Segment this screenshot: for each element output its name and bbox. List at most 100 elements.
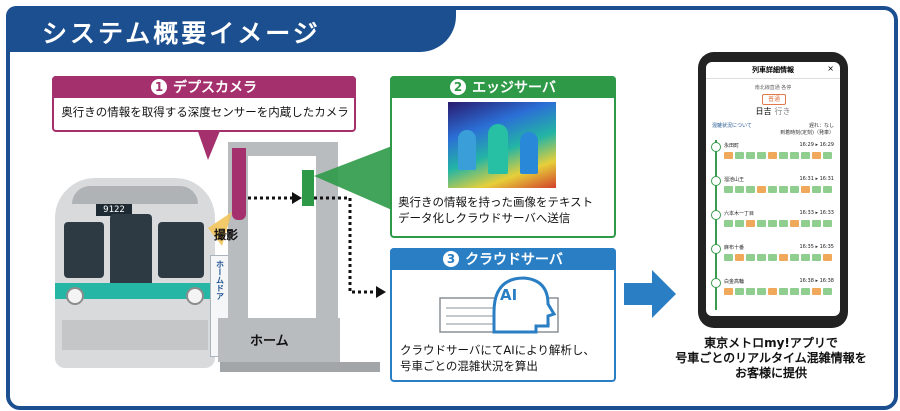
car-congestion-cell xyxy=(801,152,810,159)
car-congestion-cell xyxy=(735,186,744,193)
platform-door-label: ホームドア xyxy=(215,260,225,300)
close-icon[interactable]: × xyxy=(827,64,834,73)
car-congestion-cell xyxy=(757,186,766,193)
app-caption-line3: お客様に提供 xyxy=(734,366,807,380)
car-congestion-cell xyxy=(801,254,810,261)
car-congestion-cell xyxy=(724,152,733,159)
edge-panel-title: エッジサーバ xyxy=(472,80,556,96)
station-time: 16:29 ▸ 16:29 xyxy=(799,142,834,148)
car-congestion-cell xyxy=(779,220,788,227)
train-window-left xyxy=(64,222,104,278)
app-caption: 東京メトロmy!アプリで 号車ごとのリアルタイム混雑情報を お客様に提供 xyxy=(648,336,894,381)
car-congestion-cell xyxy=(801,186,810,193)
route-line xyxy=(715,140,717,310)
train-door-window xyxy=(110,214,152,288)
car-congestion-cell xyxy=(790,186,799,193)
cloud-panel-description: クラウドサーバにてAIにより解析し、 号車ごとの混雑状況を算出 xyxy=(400,342,612,374)
app-header: 列車詳細情報 × xyxy=(706,62,840,79)
camera-to-edge-arrowhead xyxy=(292,192,302,204)
page-title: システム概要イメージ xyxy=(42,19,321,48)
car-congestion-cell xyxy=(746,152,755,159)
edge-description-line2: データ化しクラウドサーバへ送信 xyxy=(398,211,571,225)
car-congestion-cell xyxy=(757,220,766,227)
car-congestion-cell xyxy=(768,152,777,159)
car-congestion-cell xyxy=(801,288,810,295)
app-destination: 日吉行き xyxy=(706,106,840,117)
car-congestion-cell xyxy=(812,152,821,159)
cloud-description-line1: クラウドサーバにてAIにより解析し、 xyxy=(400,343,595,357)
edge-panel-number: 2 xyxy=(450,79,467,95)
station-name: 六本木一丁目 xyxy=(724,211,755,217)
station-time: 16:35 ▸ 16:35 xyxy=(799,244,834,250)
destination-suffix: 行き xyxy=(774,107,791,116)
delay-note-line: 遅れ：なし xyxy=(808,123,834,129)
station-marker xyxy=(711,244,721,254)
station-name: 溜池山王 xyxy=(724,177,745,183)
car-congestion-cell xyxy=(768,288,777,295)
car-congestion-cell xyxy=(790,288,799,295)
train-stripe xyxy=(55,283,215,299)
car-congestion-cell xyxy=(724,220,733,227)
congestion-note[interactable]: 混雑状況について xyxy=(712,123,752,129)
time-note-line: 到着時刻(定刻)（発車） xyxy=(780,130,834,136)
car-congestion-cell xyxy=(724,254,733,261)
car-congestion-cell xyxy=(823,288,832,295)
car-congestion-cell xyxy=(790,220,799,227)
cloud-panel-number: 3 xyxy=(443,251,460,267)
depth-image xyxy=(448,102,556,188)
car-congestion-cell xyxy=(790,254,799,261)
station-name: 永田町 xyxy=(724,143,740,149)
station-name: 白金高輪 xyxy=(724,279,745,285)
app-header-title: 列車詳細情報 xyxy=(752,66,794,74)
depth-camera xyxy=(232,148,246,220)
car-congestion-cell xyxy=(779,288,788,295)
app-line-info: 南北線直通 各停 xyxy=(754,85,792,91)
car-congestion-cell xyxy=(735,254,744,261)
camera-panel-number: 1 xyxy=(151,79,167,95)
depth-figure-2 xyxy=(488,124,508,174)
platform-beam xyxy=(228,142,338,156)
car-congestion-cell xyxy=(812,254,821,261)
main-arrow-shaft xyxy=(624,283,654,305)
camera-panel-description: 奥行きの情報を取得する深度センサーを内蔵したカメラ xyxy=(61,105,349,119)
car-congestion-cell xyxy=(779,152,788,159)
car-congestion-cell xyxy=(823,186,832,193)
edge-panel-header: 2 エッジサーバ xyxy=(390,76,616,98)
car-congestion-cell xyxy=(812,288,821,295)
platform-label: ホーム xyxy=(250,334,289,349)
car-congestion-cell xyxy=(724,186,733,193)
platform-floor: ホーム xyxy=(218,318,340,362)
station-marker xyxy=(711,176,721,186)
car-congestion-cell xyxy=(812,220,821,227)
capture-label: 撮影 xyxy=(214,228,239,242)
car-congestion-cell xyxy=(812,186,821,193)
edge-to-cloud-arrow xyxy=(314,196,376,294)
train-headlight-right xyxy=(186,287,204,305)
car-congestion-cell xyxy=(768,220,777,227)
car-congestion-cell xyxy=(801,220,810,227)
title-banner: システム概要イメージ xyxy=(6,6,456,52)
car-congestion-cell xyxy=(746,288,755,295)
cloud-description-line2: 号車ごとの混雑状況を算出 xyxy=(400,359,538,373)
cloud-panel-header: 3 クラウドサーバ xyxy=(390,248,616,270)
cloud-panel-title: クラウドサーバ xyxy=(465,252,563,268)
car-congestion-cell xyxy=(735,152,744,159)
car-congestion-cell xyxy=(823,152,832,159)
train-skirt xyxy=(62,320,208,350)
train-headlight-left xyxy=(66,287,84,305)
car-congestion-cell xyxy=(735,220,744,227)
car-congestion-cell xyxy=(779,254,788,261)
delay-note: 遅れ：なし 到着時刻(定刻)（発車） xyxy=(780,122,834,136)
car-congestion-cell xyxy=(757,254,766,261)
station-time: 16:33 ▸ 16:33 xyxy=(799,210,834,216)
car-congestion-cell xyxy=(823,220,832,227)
ai-head-icon xyxy=(492,276,557,334)
edge-callout-pointer xyxy=(314,146,392,210)
platform-base xyxy=(220,362,380,372)
camera-panel-header: 1 デプスカメラ xyxy=(52,76,356,98)
car-congestion-cell xyxy=(757,288,766,295)
car-congestion-cell xyxy=(746,254,755,261)
car-congestion-cell xyxy=(746,220,755,227)
main-arrow-head xyxy=(652,270,676,318)
